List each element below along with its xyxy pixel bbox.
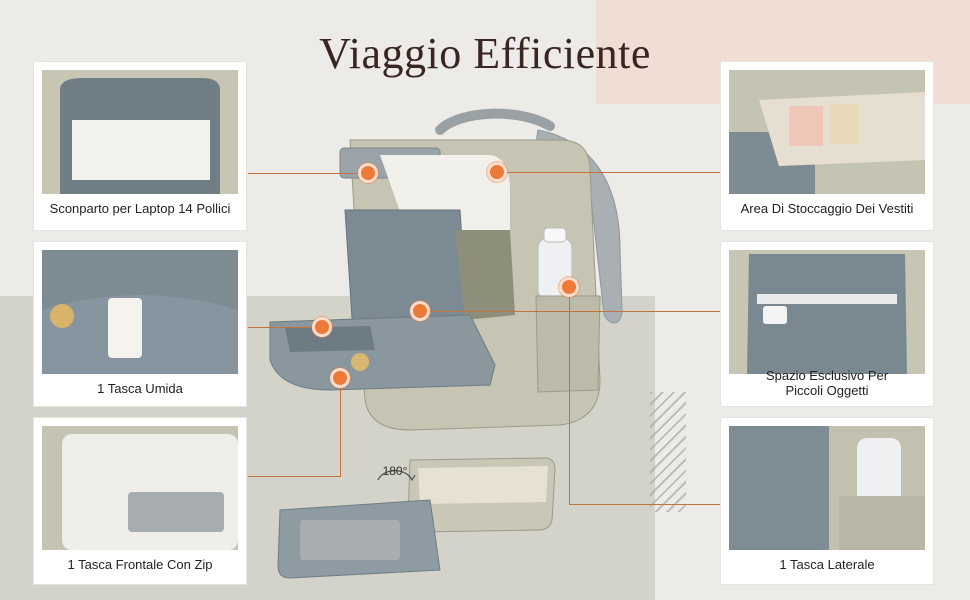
feature-caption: Spazio Esclusivo Per Piccoli Oggetti — [721, 368, 933, 398]
feature-card-laptop: Sconparto per Laptop 14 Pollici — [34, 62, 246, 230]
decorative-hatch — [650, 392, 686, 512]
connector-line — [340, 378, 341, 476]
feature-card-wet-pocket: 1 Tasca Umida — [34, 242, 246, 406]
clothes-area-photo — [729, 70, 925, 194]
feature-caption: Sconparto per Laptop 14 Pollici — [49, 201, 231, 216]
page-title: Viaggio Efficiente — [319, 29, 651, 78]
caption-line: Spazio Esclusivo Per — [765, 368, 889, 383]
connector-line — [569, 504, 722, 505]
hotspot-dot — [330, 368, 350, 388]
rotation-badge: 180° — [372, 456, 418, 486]
feature-card-side-pocket: 1 Tasca Laterale — [721, 418, 933, 584]
hotspot-dot — [358, 163, 378, 183]
connector-line — [248, 173, 368, 174]
connector-line — [569, 287, 570, 504]
feature-caption: 1 Tasca Umida — [97, 381, 183, 396]
feature-card-clothes: Area Di Stoccaggio Dei Vestiti — [721, 62, 933, 230]
laptop-compartment-photo — [42, 70, 238, 194]
hotspot-dot — [312, 317, 332, 337]
feature-caption: Area Di Stoccaggio Dei Vestiti — [740, 201, 914, 216]
front-pocket-photo — [42, 426, 238, 550]
feature-card-front-pocket: 1 Tasca Frontale Con Zip — [34, 418, 246, 584]
arc-arrow-icon — [377, 470, 416, 482]
connector-line — [248, 476, 341, 477]
connector-line — [420, 311, 722, 312]
hotspot-dot — [487, 162, 507, 182]
connector-line — [248, 327, 320, 328]
wet-pocket-photo — [42, 250, 238, 374]
rotation-label: 180° — [382, 464, 408, 478]
caption-line: Piccoli Oggetti — [785, 383, 869, 398]
backpack-illustration — [269, 108, 623, 579]
connector-line — [497, 172, 722, 173]
small-items-photo — [729, 250, 925, 374]
feature-caption: 1 Tasca Laterale — [779, 557, 875, 572]
hotspot-dot — [559, 277, 579, 297]
feature-card-small-items: Spazio Esclusivo Per Piccoli Oggetti — [721, 242, 933, 406]
hotspot-dot — [410, 301, 430, 321]
side-pocket-photo — [729, 426, 925, 550]
feature-caption: 1 Tasca Frontale Con Zip — [67, 557, 213, 572]
